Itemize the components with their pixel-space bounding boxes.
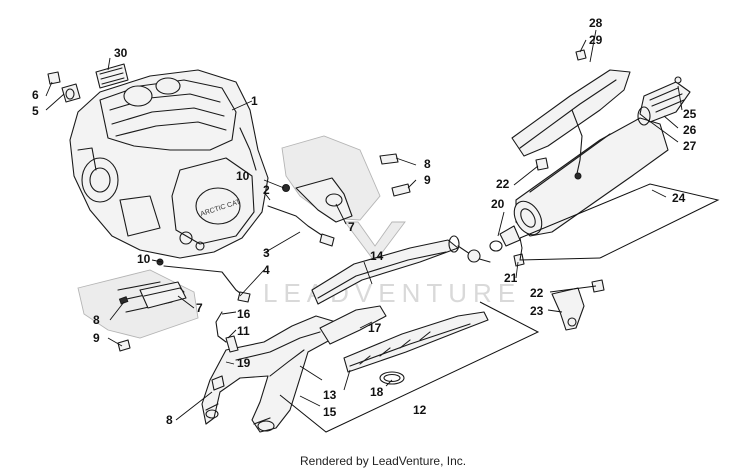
muffler-group-bracket xyxy=(519,183,720,259)
pipe-group-bracket xyxy=(279,301,540,433)
callout-29[interactable]: 29 xyxy=(589,33,603,47)
callout-11[interactable]: 11 xyxy=(237,324,250,338)
callout-21[interactable]: 21 xyxy=(504,271,518,285)
callout-15[interactable]: 15 xyxy=(323,405,337,419)
leader-lines xyxy=(45,29,683,421)
callout-7-front[interactable]: 7 xyxy=(196,301,203,315)
watermark-text: LEADVENTURE xyxy=(263,278,521,308)
callout-1[interactable]: 1 xyxy=(251,94,258,108)
oxygen-sensor[interactable] xyxy=(211,311,239,391)
engine-assembly[interactable]: ARCTIC CAT xyxy=(69,69,269,259)
callout-7-rear[interactable]: 7 xyxy=(348,220,355,234)
callout-2[interactable]: 2 xyxy=(263,183,270,197)
callout-17[interactable]: 17 xyxy=(368,321,382,335)
callout-5[interactable]: 5 xyxy=(32,104,39,118)
callout-25[interactable]: 25 xyxy=(683,107,697,121)
callout-8-front[interactable]: 8 xyxy=(93,313,100,327)
callout-19[interactable]: 19 xyxy=(237,356,251,370)
callout-23[interactable]: 23 xyxy=(530,304,544,318)
callout-18[interactable]: 18 xyxy=(370,385,384,399)
callout-4[interactable]: 4 xyxy=(263,263,270,277)
callout-8-lower[interactable]: 8 xyxy=(166,413,173,427)
callout-24[interactable]: 24 xyxy=(672,191,686,205)
front-pipe-assembly[interactable] xyxy=(201,305,489,433)
callout-10-upper[interactable]: 10 xyxy=(236,169,250,183)
watermark: LEADVENTURE xyxy=(263,221,521,308)
muffler-group-bracket-lower xyxy=(519,237,601,261)
part-30-label[interactable] xyxy=(95,63,129,89)
spark-arrestor[interactable] xyxy=(637,76,691,126)
engine-studs[interactable] xyxy=(156,205,335,303)
callout-20[interactable]: 20 xyxy=(491,197,505,211)
callouts: 1 2 3 4 5 6 7 7 8 8 8 9 9 10 10 11 12 13… xyxy=(32,16,697,427)
callout-22-lower[interactable]: 22 xyxy=(530,286,544,300)
callout-9-front[interactable]: 9 xyxy=(93,331,100,345)
callout-6[interactable]: 6 xyxy=(32,88,39,102)
callout-22-upper[interactable]: 22 xyxy=(496,177,510,191)
callout-9-rear[interactable]: 9 xyxy=(424,173,431,187)
front-heat-shield[interactable] xyxy=(77,269,199,352)
callout-14[interactable]: 14 xyxy=(370,249,384,263)
callout-27[interactable]: 27 xyxy=(683,139,697,153)
muffler-heat-shield[interactable] xyxy=(511,49,631,180)
callout-8-rear[interactable]: 8 xyxy=(424,157,431,171)
callout-30[interactable]: 30 xyxy=(114,46,128,60)
rear-heat-shield[interactable] xyxy=(281,135,411,223)
mid-pipe[interactable] xyxy=(311,235,491,305)
callout-16[interactable]: 16 xyxy=(237,307,251,321)
callout-10-lower[interactable]: 10 xyxy=(137,252,151,266)
footer-credit: Rendered by LeadVenture, Inc. xyxy=(300,454,466,468)
callout-3[interactable]: 3 xyxy=(263,246,270,260)
callout-12[interactable]: 12 xyxy=(413,403,427,417)
parts-5-6-bolt-spacer[interactable] xyxy=(47,71,81,103)
muffler[interactable] xyxy=(489,117,669,267)
callout-28[interactable]: 28 xyxy=(589,16,603,30)
callout-13[interactable]: 13 xyxy=(323,388,337,402)
callout-26[interactable]: 26 xyxy=(683,123,697,137)
